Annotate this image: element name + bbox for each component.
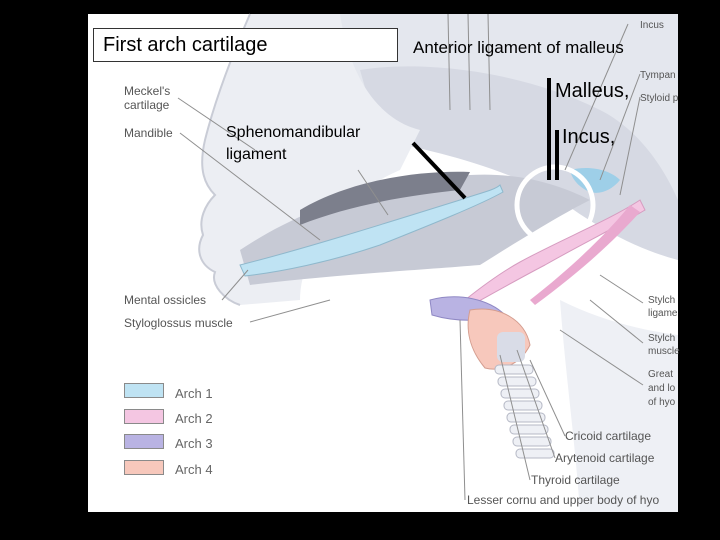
tympanic-label: Tympan [640,70,676,81]
stylohyoid-ligament-label-1: Stylch [648,295,676,306]
neck-shading [560,300,678,512]
legend-label-arch2: Arch 2 [175,411,213,426]
sphenomandibular-label-line2: ligament [226,146,287,163]
tongue-region [300,171,470,225]
stylohyoid-muscle-label-1: Stylch [648,333,676,344]
legend-swatch-arch3 [124,434,164,449]
mandible-label: Mandible [124,126,173,140]
stylohyoid-muscle-label-2: muscle [648,346,680,357]
styloid-label: Styloid p [640,93,679,104]
meckels-label-1: Meckel's [124,84,171,98]
mental-ossicles-label: Mental ossicles [124,293,207,307]
malleus-incus-region [570,168,620,193]
leader-lines [177,13,644,501]
stylohyoid-ligament-label-2: ligame [648,308,678,319]
legend-swatch-arch2 [124,409,164,424]
styloid-process [530,205,640,305]
pointer-lines [411,78,559,200]
first-arch-cartilage-box: First arch cartilage [93,28,398,62]
incus-label: Incus, [562,126,616,148]
legend-label-arch4: Arch 4 [175,462,213,477]
cricoid-label: Cricoid cartilage [565,429,652,443]
face-outline [198,13,251,306]
legend-swatch-arch1 [124,383,164,398]
greater-cornu-label-3: of hyo [648,397,676,408]
anterior-ligament-label: Anterior ligament of malleus [413,38,624,57]
greater-cornu-label-1: Great [648,369,674,380]
lesser-cornu-label: Lesser cornu and upper body of hyo [467,493,660,507]
malleus-label: Malleus, [555,80,630,102]
incus-top-label: Incus [640,20,664,31]
cranial-base [360,66,678,260]
arytenoid-label: Arytenoid cartilage [555,451,655,465]
sphenomandibular-label-line1: Sphenomandibular [226,124,361,141]
greater-cornu-label-2: and lo [648,383,676,394]
legend-label-arch1: Arch 1 [175,386,213,401]
trachea [494,364,555,459]
arytenoid-cartilage [497,332,525,362]
meckels-label-2: cartilage [124,98,170,112]
styloglossus-label: Styloglossus muscle [124,316,233,330]
legend-label-arch3: Arch 3 [175,436,213,451]
meckels-cartilage [239,184,504,277]
thyroid-label: Thyroid cartilage [531,473,620,487]
face-profile [199,14,420,305]
legend-swatch-arch4 [124,460,164,475]
